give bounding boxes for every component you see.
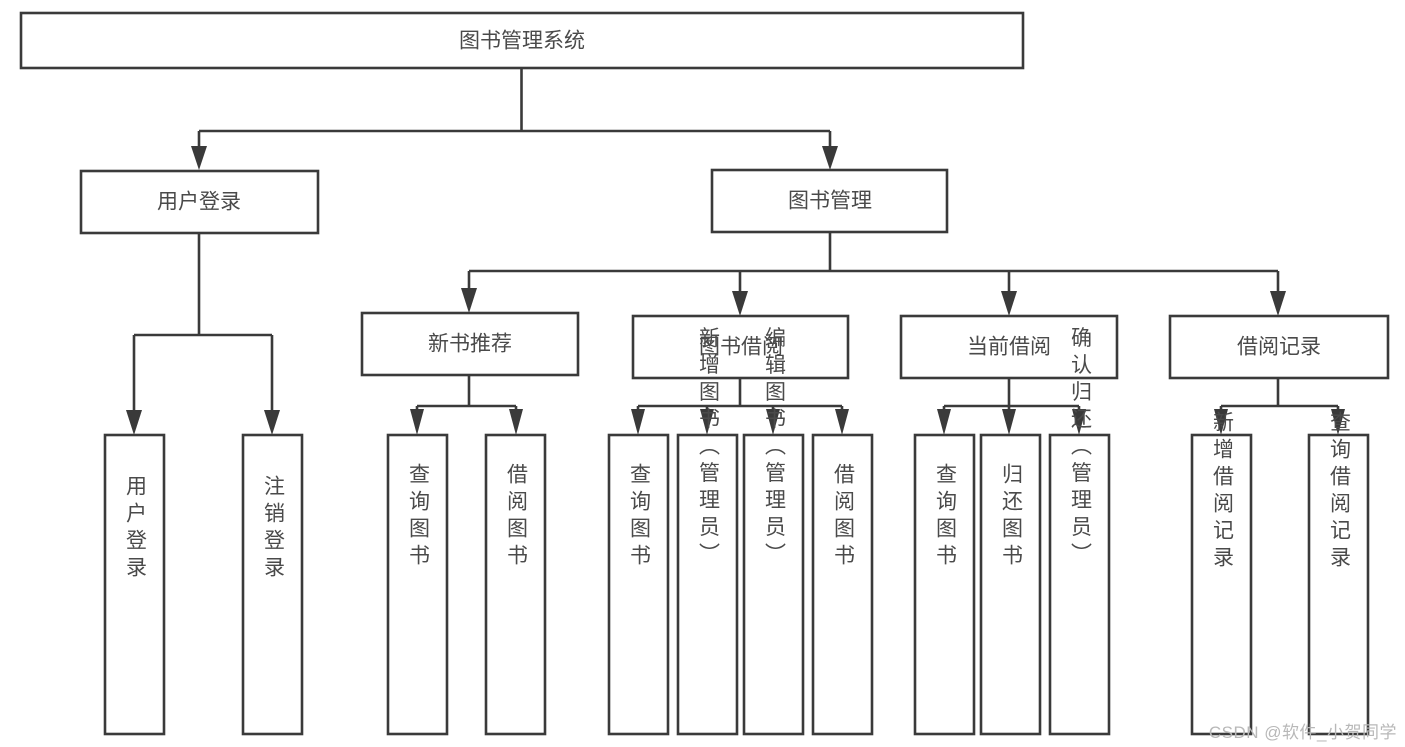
arrowhead-icon [700, 409, 714, 435]
leaf-borrow-book-2-label: 借阅图书 [832, 463, 856, 571]
node-root-box[interactable] [19, 11, 1025, 70]
node-user-login-box[interactable] [79, 169, 320, 235]
node-user-login[interactable]: 用户登录 [79, 169, 320, 235]
node-book-borrow-label: 图书借阅 [699, 336, 783, 359]
leaf-user-login-box[interactable] [103, 433, 166, 736]
leaf-query-record-label: 查询借阅记录 [1328, 411, 1352, 573]
leaf-borrow-book-1[interactable]: 借阅图书 [484, 433, 547, 736]
arrowhead-icon [822, 146, 838, 170]
node-new-book-recommend-box[interactable] [360, 311, 580, 377]
arrowhead-icon [410, 409, 424, 435]
arrowhead-icon [1001, 291, 1017, 316]
node-borrow-record[interactable]: 借阅记录 [1168, 314, 1390, 380]
leaf-borrow-book-2[interactable]: 借阅图书 [811, 433, 874, 736]
node-root[interactable]: 图书管理系统 [19, 11, 1025, 70]
node-book-manage[interactable]: 图书管理 [710, 168, 949, 234]
arrowhead-icon [1002, 409, 1016, 435]
leaf-edit-book-box[interactable] [742, 433, 805, 736]
leaf-query-record-box[interactable] [1307, 433, 1370, 736]
node-root-label: 图书管理系统 [459, 30, 585, 53]
leaf-query-book-3-label: 查询图书 [934, 463, 958, 571]
arrowhead-icon [631, 409, 645, 435]
leaf-query-book-2-label: 查询图书 [628, 463, 652, 571]
leaf-borrow-book-1-label: 借阅图书 [505, 463, 529, 571]
node-book-borrow-box[interactable] [631, 314, 850, 380]
node-current-borrow-label: 当前借阅 [967, 336, 1051, 359]
leaf-confirm-return-box[interactable] [1048, 433, 1111, 736]
node-book-borrow[interactable]: 图书借阅 [631, 314, 850, 380]
leaf-query-book-2[interactable]: 查询图书 [607, 433, 670, 736]
node-borrow-record-box[interactable] [1168, 314, 1390, 380]
leaf-add-book-label: 新增图书（管理员） [697, 327, 721, 570]
leaf-user-logout-label: 注销登录 [262, 475, 286, 583]
leaf-query-book-3-box[interactable] [913, 433, 976, 736]
leaf-query-record[interactable]: 查询借阅记录 [1307, 411, 1370, 736]
leaf-query-book-2-box[interactable] [607, 433, 670, 736]
leaf-query-book-1-label: 查询图书 [407, 463, 431, 571]
arrowhead-icon [1072, 409, 1086, 435]
arrowhead-icon [461, 288, 477, 313]
arrowhead-icon [766, 409, 780, 435]
leaf-add-book-box[interactable] [676, 433, 739, 736]
leaf-add-book[interactable]: 新增图书（管理员） [676, 327, 739, 736]
node-current-borrow[interactable]: 当前借阅 [899, 314, 1119, 380]
leaf-add-record-label: 新增借阅记录 [1211, 411, 1235, 573]
leaf-edit-book[interactable]: 编辑图书（管理员） [742, 327, 805, 736]
leaf-user-logout[interactable]: 注销登录 [241, 433, 304, 736]
leaf-query-book-1-box[interactable] [386, 433, 449, 736]
leaf-borrow-book-2-box[interactable] [811, 433, 874, 736]
arrowhead-icon [1214, 409, 1228, 435]
leaf-return-book[interactable]: 归还图书 [979, 433, 1042, 736]
arrowhead-icon [509, 409, 523, 435]
leaf-user-login-label: 用户登录 [124, 475, 148, 583]
node-book-manage-label: 图书管理 [788, 190, 872, 213]
arrowhead-group [126, 146, 1345, 435]
arrowhead-icon [937, 409, 951, 435]
leaf-add-record-box[interactable] [1190, 433, 1253, 736]
arrowhead-icon [126, 410, 142, 435]
leaf-user-login[interactable]: 用户登录 [103, 433, 166, 736]
leaf-query-book-1[interactable]: 查询图书 [386, 433, 449, 736]
leaf-borrow-book-1-box[interactable] [484, 433, 547, 736]
leaf-user-logout-box[interactable] [241, 433, 304, 736]
arrowhead-icon [191, 146, 207, 170]
node-current-borrow-box[interactable] [899, 314, 1119, 380]
leaf-edit-book-label: 编辑图书（管理员） [763, 327, 787, 570]
leaf-return-book-label: 归还图书 [1000, 463, 1024, 571]
leaf-confirm-return-label: 确认归还（管理员） [1069, 327, 1093, 570]
node-new-book-recommend-label: 新书推荐 [428, 333, 512, 356]
arrowhead-icon [835, 409, 849, 435]
leaf-return-book-box[interactable] [979, 433, 1042, 736]
node-new-book-recommend[interactable]: 新书推荐 [360, 311, 580, 377]
node-book-manage-box[interactable] [710, 168, 949, 234]
csdn-watermark: CSDN @软件_小贺同学 [1208, 723, 1397, 742]
node-user-login-label: 用户登录 [157, 191, 241, 214]
node-borrow-record-label: 借阅记录 [1237, 336, 1321, 359]
arrowhead-icon [1270, 291, 1286, 316]
leaf-query-book-3[interactable]: 查询图书 [913, 433, 976, 736]
arrowhead-icon [264, 410, 280, 435]
leaf-confirm-return[interactable]: 确认归还（管理员） [1048, 327, 1111, 736]
arrowhead-icon [732, 291, 748, 316]
arrowhead-icon [1331, 409, 1345, 435]
leaf-add-record[interactable]: 新增借阅记录 [1190, 411, 1253, 736]
